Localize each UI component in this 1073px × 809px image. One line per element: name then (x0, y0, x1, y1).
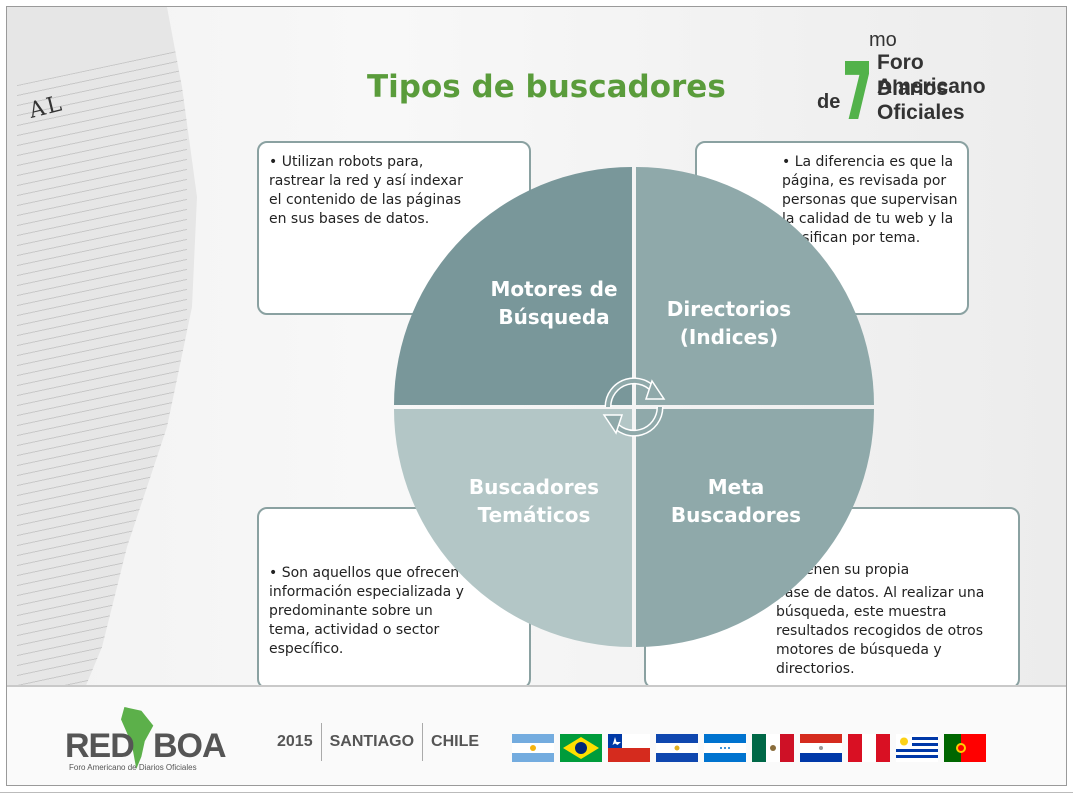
box-directorios-text: • La diferencia es que la página, es rev… (782, 154, 958, 246)
event-year: 2015 (277, 733, 313, 750)
portugal-flag-icon (944, 734, 986, 762)
el-salvador-flag-icon (656, 734, 698, 762)
logo-line-2: Diarios Oficiales (877, 77, 965, 124)
label-tematicos: Buscadores Temáticos (468, 475, 600, 527)
label-directorios: Directorios (Indices) (666, 297, 792, 349)
slide-title: Tipos de buscadores (367, 69, 726, 105)
peru-flag-icon (848, 734, 890, 762)
logo-line-1: Foro Americano (877, 51, 986, 98)
honduras-flag-icon (704, 734, 746, 762)
event-country: CHILE (422, 723, 487, 761)
box-tematicos-text: • Son aquellos que ofrecen información e… (269, 565, 464, 657)
foro-americano-logo: de mo Foro Americano Diarios Oficiales (817, 29, 1027, 126)
slide: AL Tipos de buscadores de mo Foro Americ… (6, 6, 1067, 786)
argentina-flag-icon (512, 734, 554, 762)
newspaper-text-lines (17, 48, 187, 706)
event-city: SANTIAGO (320, 723, 422, 761)
country-flags (512, 734, 986, 762)
label-motores: Motores de Búsqueda (490, 277, 618, 329)
logo-de: de (817, 91, 841, 113)
quadrant-circle: Motores de Búsqueda Directorios (Indices… (394, 167, 874, 647)
logo-red: RED (65, 727, 135, 765)
page-bottom-line (0, 792, 1073, 793)
box-motores-text: • Utilizan robots para, rastrear la red … (269, 154, 463, 227)
seven-numeral-icon (845, 61, 869, 119)
footer-band: RED BOA Foro Americano de Diarios Oficia… (7, 685, 1066, 785)
label-meta: Meta Buscadores (670, 475, 802, 527)
logo-mo: mo (869, 29, 897, 51)
logo-subtitle: Foro Americano de Diarios Oficiales (69, 763, 197, 772)
cycle-arrows-icon (602, 377, 666, 437)
mexico-flag-icon (752, 734, 794, 762)
red-boa-logo: RED BOA Foro Americano de Diarios Oficia… (65, 707, 227, 777)
box-meta-text-b: base de datos. Al realizar una búsqueda,… (776, 585, 985, 677)
logo-boa: BOA (153, 727, 227, 765)
newspaper-background: AL (7, 7, 197, 707)
brazil-flag-icon (560, 734, 602, 762)
uruguay-flag-icon (896, 734, 938, 762)
chile-flag-icon (608, 734, 650, 762)
paraguay-flag-icon (800, 734, 842, 762)
